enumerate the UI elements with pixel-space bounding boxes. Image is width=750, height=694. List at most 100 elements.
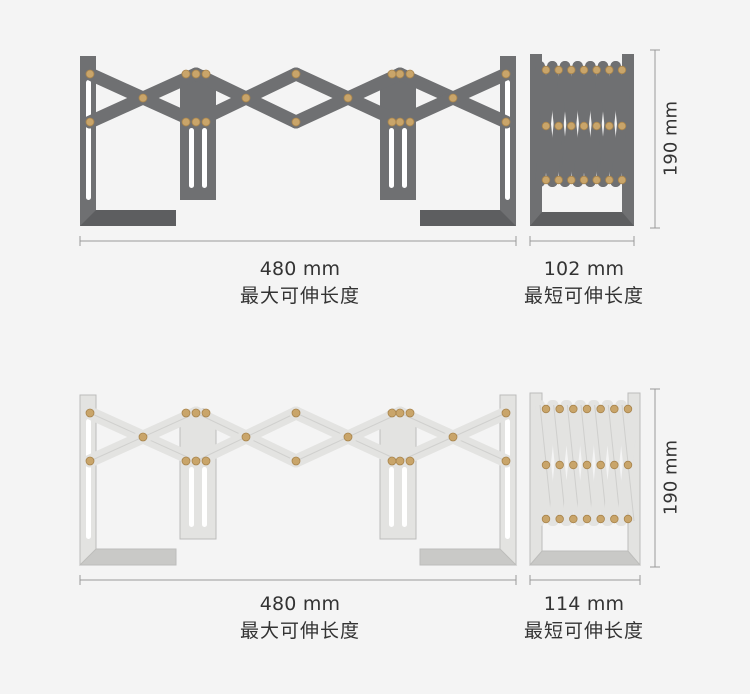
plate-slot	[202, 467, 207, 527]
plate-slot	[402, 128, 407, 188]
rivet	[241, 432, 251, 442]
rivet	[291, 456, 301, 466]
rivet	[592, 175, 601, 185]
hanging-plate	[380, 70, 416, 200]
left-upright-slot	[86, 80, 91, 200]
rivet	[395, 408, 405, 418]
rivet	[623, 404, 633, 414]
light-bookend-illustration	[78, 388, 660, 585]
rivet	[596, 404, 605, 414]
rivet	[582, 404, 592, 414]
rivet	[605, 121, 614, 131]
rivet	[181, 69, 191, 79]
rivet	[191, 456, 201, 466]
rivet	[201, 408, 211, 418]
light-extended-label: 480 mm 最大可伸长度	[200, 591, 400, 645]
dark-collapsed-caption: 最短可伸长度	[523, 285, 644, 307]
rivet	[592, 121, 601, 131]
plate-slot	[389, 128, 394, 188]
rivet	[610, 404, 619, 414]
rivet	[405, 456, 415, 466]
rivet	[201, 456, 211, 466]
rivet	[291, 408, 301, 418]
rivet	[387, 117, 397, 127]
rivet	[555, 404, 564, 414]
rivet	[387, 69, 397, 79]
hanging-plate	[179, 408, 217, 540]
rivet	[541, 404, 551, 414]
light-extended-length: 480 mm	[259, 593, 341, 615]
right-base	[419, 548, 518, 566]
rivet	[623, 460, 633, 470]
rivet	[579, 175, 589, 185]
rivet	[241, 93, 251, 103]
rivet	[555, 514, 564, 524]
light-collapsed-caption: 最短可伸长度	[523, 620, 644, 642]
rivet	[85, 117, 95, 127]
rivet	[181, 408, 191, 418]
plate-slot	[189, 467, 194, 527]
rivet	[554, 121, 563, 131]
dark-extended-caption: 最大可伸长度	[239, 285, 360, 307]
light-height-label: 190 mm	[660, 439, 682, 516]
rivet	[501, 408, 511, 418]
rivet	[541, 121, 551, 131]
rivet	[343, 432, 353, 442]
rivet	[610, 460, 619, 470]
light-collapsed-label: 114 mm 最短可伸长度	[494, 591, 674, 645]
rivet	[343, 93, 353, 103]
right-upright-slot	[505, 419, 510, 539]
panel-light: 480 mm 最大可伸长度 114 mm 最短可伸长度 190 mm	[0, 347, 750, 694]
rivet	[405, 408, 415, 418]
rivet	[541, 175, 551, 185]
rivet	[291, 69, 301, 79]
rivet	[617, 121, 627, 131]
bookend-group	[79, 49, 660, 246]
plate-slot	[202, 128, 207, 188]
dark-extended-label: 480 mm 最大可伸长度	[200, 256, 400, 310]
rivet	[579, 121, 589, 131]
dark-height-label: 190 mm	[660, 100, 682, 177]
rivet	[501, 456, 511, 466]
rivet	[138, 93, 148, 103]
light-extended-caption: 最大可伸长度	[239, 620, 360, 642]
left-base	[78, 548, 177, 566]
rivet	[567, 121, 576, 131]
rivet	[617, 65, 627, 75]
rivet	[582, 514, 592, 524]
rivet	[448, 432, 458, 442]
rivet	[291, 117, 301, 127]
rivet	[405, 117, 415, 127]
hanging-plate	[379, 408, 417, 540]
rivet	[201, 117, 211, 127]
rivet	[592, 65, 601, 75]
dark-extended-length: 480 mm	[259, 258, 341, 280]
collapsed-base	[530, 212, 634, 226]
rivet	[191, 117, 201, 127]
dark-bookend-illustration	[79, 49, 660, 246]
rivet	[596, 460, 605, 470]
rivet	[623, 514, 633, 524]
rivet	[617, 175, 627, 185]
rivet	[567, 175, 576, 185]
rivet	[405, 69, 415, 79]
rivet	[201, 69, 211, 79]
rivet	[191, 69, 201, 79]
rivet	[387, 456, 397, 466]
plate-slot	[402, 467, 407, 527]
plate-slot	[189, 128, 194, 188]
rivet	[395, 69, 405, 79]
rivet	[554, 65, 563, 75]
rivet	[191, 408, 201, 418]
rivet	[555, 460, 564, 470]
light-collapsed-length: 114 mm	[543, 593, 625, 615]
rivet	[395, 456, 405, 466]
rivet	[569, 460, 578, 470]
rivet	[596, 514, 605, 524]
dark-collapsed-label: 102 mm 最短可伸长度	[494, 256, 674, 310]
rivet	[181, 456, 191, 466]
rivet	[501, 117, 511, 127]
hanging-plate	[180, 70, 216, 200]
rivet	[541, 460, 551, 470]
rivet	[448, 93, 458, 103]
